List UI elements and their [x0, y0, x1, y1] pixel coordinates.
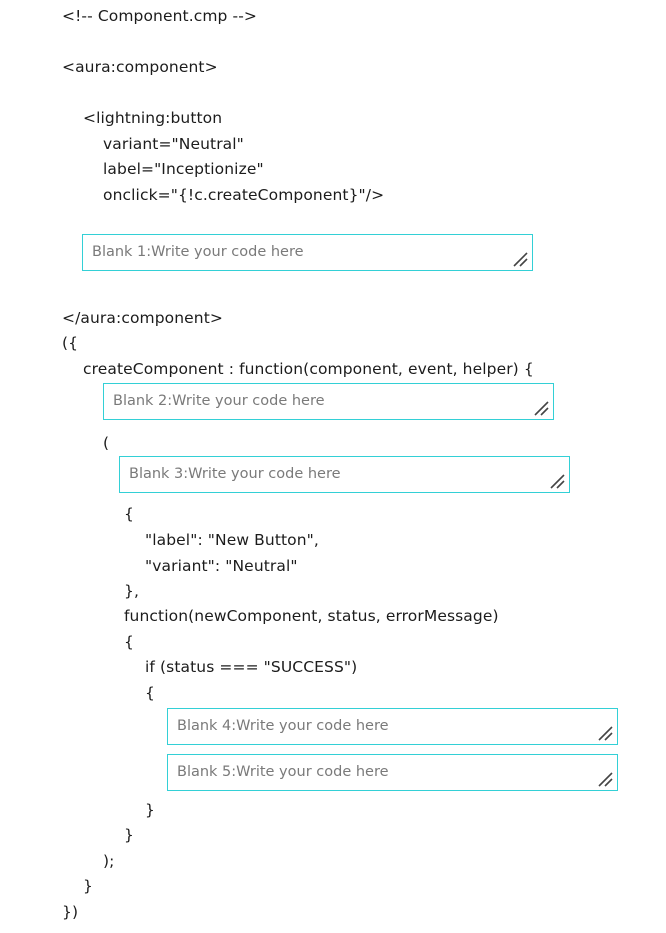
blank-4-field[interactable]: [167, 708, 618, 745]
if-close-brace: }: [145, 801, 155, 819]
open-paren: (: [103, 434, 110, 452]
blank-4-input[interactable]: [168, 709, 617, 744]
blank-2-input[interactable]: [104, 384, 553, 419]
blank-2-field[interactable]: [103, 383, 554, 420]
lightning-button-tag: <lightning:button: [83, 109, 223, 127]
if-open-brace: {: [145, 684, 155, 702]
function-close-brace: }: [83, 877, 93, 895]
blank-3-input[interactable]: [120, 457, 569, 492]
blank-5-field[interactable]: [167, 754, 618, 791]
blank-1-field[interactable]: [82, 234, 533, 271]
label-property: "label": "New Button",: [145, 531, 319, 549]
label-attribute: label="Inceptionize": [103, 160, 264, 178]
if-status-success: if (status === "SUCCESS"): [145, 658, 358, 676]
callback-open-brace: {: [124, 633, 134, 651]
blank-5-input[interactable]: [168, 755, 617, 790]
callback-close-brace: }: [124, 826, 134, 844]
variant-property: "variant": "Neutral": [145, 557, 298, 575]
aura-component-close-tag: </aura:component>: [62, 309, 223, 327]
comment-line: <!-- Component.cmp -->: [62, 7, 257, 25]
aura-component-open-tag: <aura:component>: [62, 58, 218, 76]
blank-3-field[interactable]: [119, 456, 570, 493]
create-component-function: createComponent : function(component, ev…: [83, 360, 534, 378]
blank-1-input[interactable]: [83, 235, 532, 270]
onclick-attribute: onclick="{!c.createComponent}"/>: [103, 186, 385, 204]
attributes-close-brace: },: [124, 582, 139, 600]
attributes-open-brace: {: [124, 505, 134, 523]
controller-open: ({: [62, 334, 79, 352]
variant-attribute: variant="Neutral": [103, 135, 244, 153]
close-paren-semicolon: );: [103, 852, 115, 870]
controller-close: }): [62, 903, 79, 921]
callback-function: function(newComponent, status, errorMess…: [124, 607, 499, 625]
